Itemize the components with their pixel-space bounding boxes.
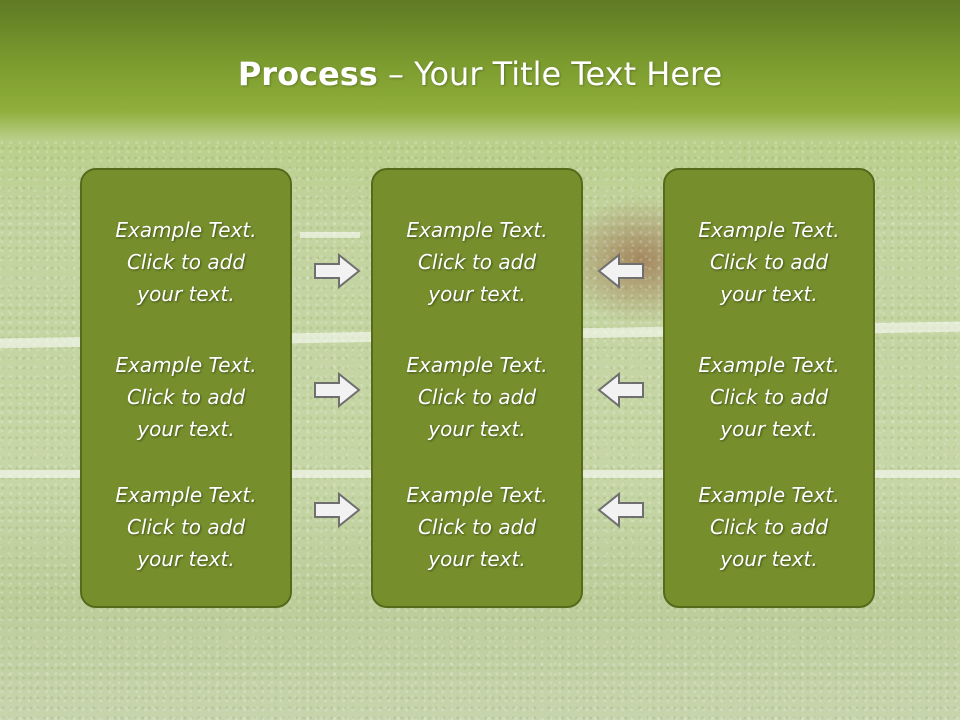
text-line: Click to add bbox=[417, 515, 537, 539]
text-line: Example Text. bbox=[406, 218, 548, 242]
text-line: Click to add bbox=[417, 385, 537, 409]
text-line: Click to add bbox=[709, 385, 829, 409]
text-line: Example Text. bbox=[115, 218, 257, 242]
slide-title[interactable]: Process – Your Title Text Here bbox=[0, 52, 960, 96]
text-block[interactable]: Example Text. Click to add your text. bbox=[665, 479, 873, 575]
text-line: your text. bbox=[428, 282, 526, 306]
right-arrow-icon[interactable] bbox=[313, 251, 361, 291]
process-panel-left[interactable]: Example Text. Click to add your text. Ex… bbox=[80, 168, 292, 608]
text-line: Click to add bbox=[417, 250, 537, 274]
text-line: your text. bbox=[137, 547, 235, 571]
text-block[interactable]: Example Text. Click to add your text. bbox=[373, 479, 581, 575]
text-line: your text. bbox=[720, 417, 818, 441]
process-panel-right[interactable]: Example Text. Click to add your text. Ex… bbox=[663, 168, 875, 608]
text-line: Click to add bbox=[126, 515, 246, 539]
text-line: Click to add bbox=[709, 515, 829, 539]
text-line: Example Text. bbox=[115, 353, 257, 377]
text-line: Example Text. bbox=[698, 218, 840, 242]
text-block[interactable]: Example Text. Click to add your text. bbox=[665, 214, 873, 310]
text-block[interactable]: Example Text. Click to add your text. bbox=[82, 479, 290, 575]
right-arrow-icon[interactable] bbox=[313, 370, 361, 410]
text-line: your text. bbox=[137, 417, 235, 441]
left-arrow-icon[interactable] bbox=[597, 251, 645, 291]
text-line: your text. bbox=[428, 417, 526, 441]
process-panel-middle[interactable]: Example Text. Click to add your text. Ex… bbox=[371, 168, 583, 608]
text-line: Click to add bbox=[126, 250, 246, 274]
right-arrow-icon[interactable] bbox=[313, 490, 361, 530]
text-line: Example Text. bbox=[698, 483, 840, 507]
text-block[interactable]: Example Text. Click to add your text. bbox=[82, 214, 290, 310]
left-arrow-icon[interactable] bbox=[597, 370, 645, 410]
text-line: your text. bbox=[720, 282, 818, 306]
left-arrow-icon[interactable] bbox=[597, 490, 645, 530]
text-line: your text. bbox=[720, 547, 818, 571]
text-block[interactable]: Example Text. Click to add your text. bbox=[665, 349, 873, 445]
text-line: Example Text. bbox=[698, 353, 840, 377]
text-line: your text. bbox=[137, 282, 235, 306]
text-block[interactable]: Example Text. Click to add your text. bbox=[82, 349, 290, 445]
title-rest: – Your Title Text Here bbox=[377, 55, 723, 93]
title-bold: Process bbox=[237, 55, 378, 93]
text-line: Example Text. bbox=[406, 483, 548, 507]
text-block[interactable]: Example Text. Click to add your text. bbox=[373, 214, 581, 310]
text-block[interactable]: Example Text. Click to add your text. bbox=[373, 349, 581, 445]
text-line: Example Text. bbox=[115, 483, 257, 507]
text-line: Example Text. bbox=[406, 353, 548, 377]
yard-line bbox=[300, 232, 360, 238]
text-line: Click to add bbox=[126, 385, 246, 409]
text-line: your text. bbox=[428, 547, 526, 571]
text-line: Click to add bbox=[709, 250, 829, 274]
